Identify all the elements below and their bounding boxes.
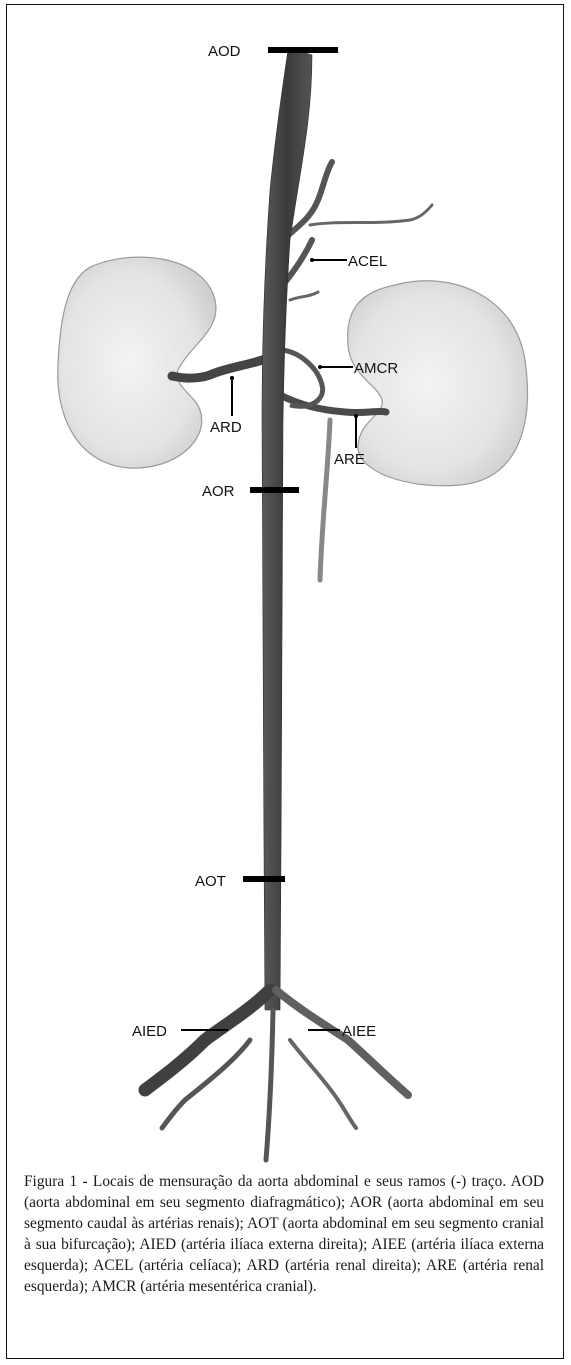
label-ard: ARD — [210, 419, 242, 436]
label-are: ARE — [334, 451, 365, 468]
marker-aor — [250, 487, 299, 493]
celiac-branch-right — [310, 205, 432, 225]
left-gonadal-vessel — [320, 420, 330, 580]
caption-prefix: Figura 1 - — [24, 1173, 93, 1190]
left-iliac-artery — [276, 990, 408, 1095]
marker-aod — [268, 47, 338, 53]
right-kidney — [58, 257, 216, 468]
label-aiee: AIEE — [342, 1023, 376, 1040]
median-sacral — [266, 1010, 273, 1160]
right-renal-artery — [172, 358, 268, 378]
label-aot: AOT — [195, 873, 226, 890]
label-amcr: AMCR — [354, 360, 398, 377]
label-aied: AIED — [132, 1023, 167, 1040]
left-internal-iliac — [290, 1040, 356, 1128]
small-branch — [290, 292, 318, 300]
left-kidney — [348, 281, 528, 486]
right-internal-iliac — [162, 1040, 250, 1128]
figure-caption: Figura 1 - Locais de mensuração da aorta… — [24, 1172, 544, 1297]
caption-text: Locais de mensuração da aorta abdominal … — [24, 1173, 544, 1295]
label-aor: AOR — [202, 483, 235, 500]
aorta — [262, 50, 312, 1010]
aorta-diagram: AOD ACEL AMCR ARD ARE AOR AOT AIED AIEE — [0, 0, 571, 1165]
label-aod: AOD — [208, 43, 241, 60]
marker-aot — [243, 876, 285, 882]
label-acel: ACEL — [348, 253, 387, 270]
